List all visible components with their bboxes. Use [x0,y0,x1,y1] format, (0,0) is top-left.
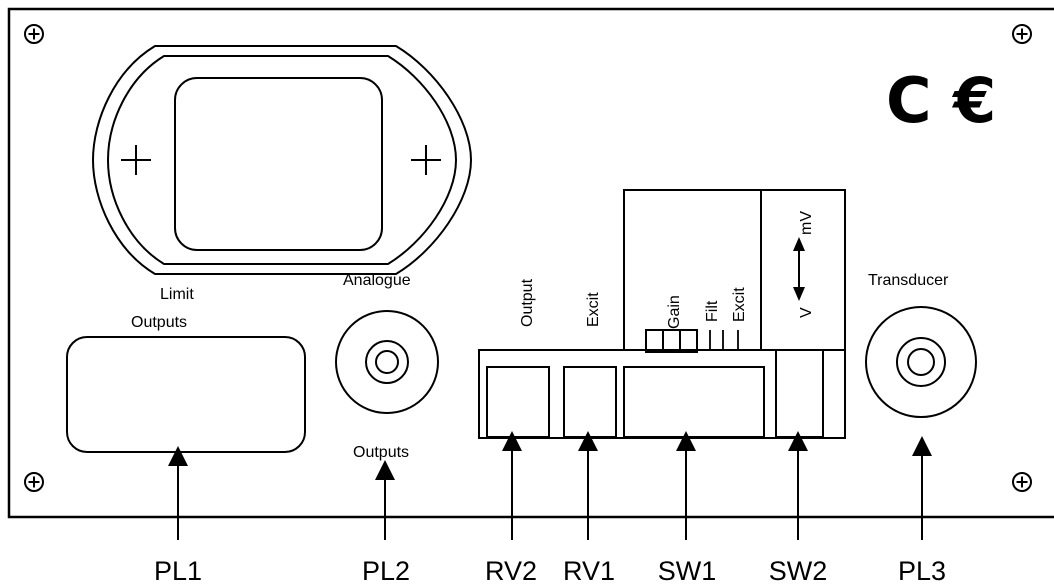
sw1-callout: SW1 [658,556,717,586]
double-arrow-icon [793,237,805,301]
limit-outputs-label-1: Limit [160,286,194,303]
pl2-connector [335,310,439,414]
rv1-callout: RV1 [563,556,615,586]
pl2-callout: PL2 [362,556,410,586]
v-label: V [798,307,815,318]
excit-label: Excit [585,292,602,327]
filt-label: Filt [704,300,721,322]
sw2-callout: SW2 [769,556,828,586]
outputs-label: Outputs [353,444,409,461]
power-inlet [91,45,473,275]
output-label: Output [519,278,536,327]
mv-label: mV [798,211,815,235]
pl1-callout: PL1 [154,556,202,586]
transducer-label: Transducer [868,272,949,289]
pl3-connector [865,306,977,418]
gain-label: Gain [666,295,683,329]
pl3-callout: PL3 [898,556,946,586]
excit2-label: Excit [731,287,748,322]
limit-outputs-label-2: Outputs [131,314,187,331]
analogue-label: Analogue [343,272,411,289]
ce-mark-icon: C € [886,64,996,137]
rv2-callout: RV2 [485,556,537,586]
